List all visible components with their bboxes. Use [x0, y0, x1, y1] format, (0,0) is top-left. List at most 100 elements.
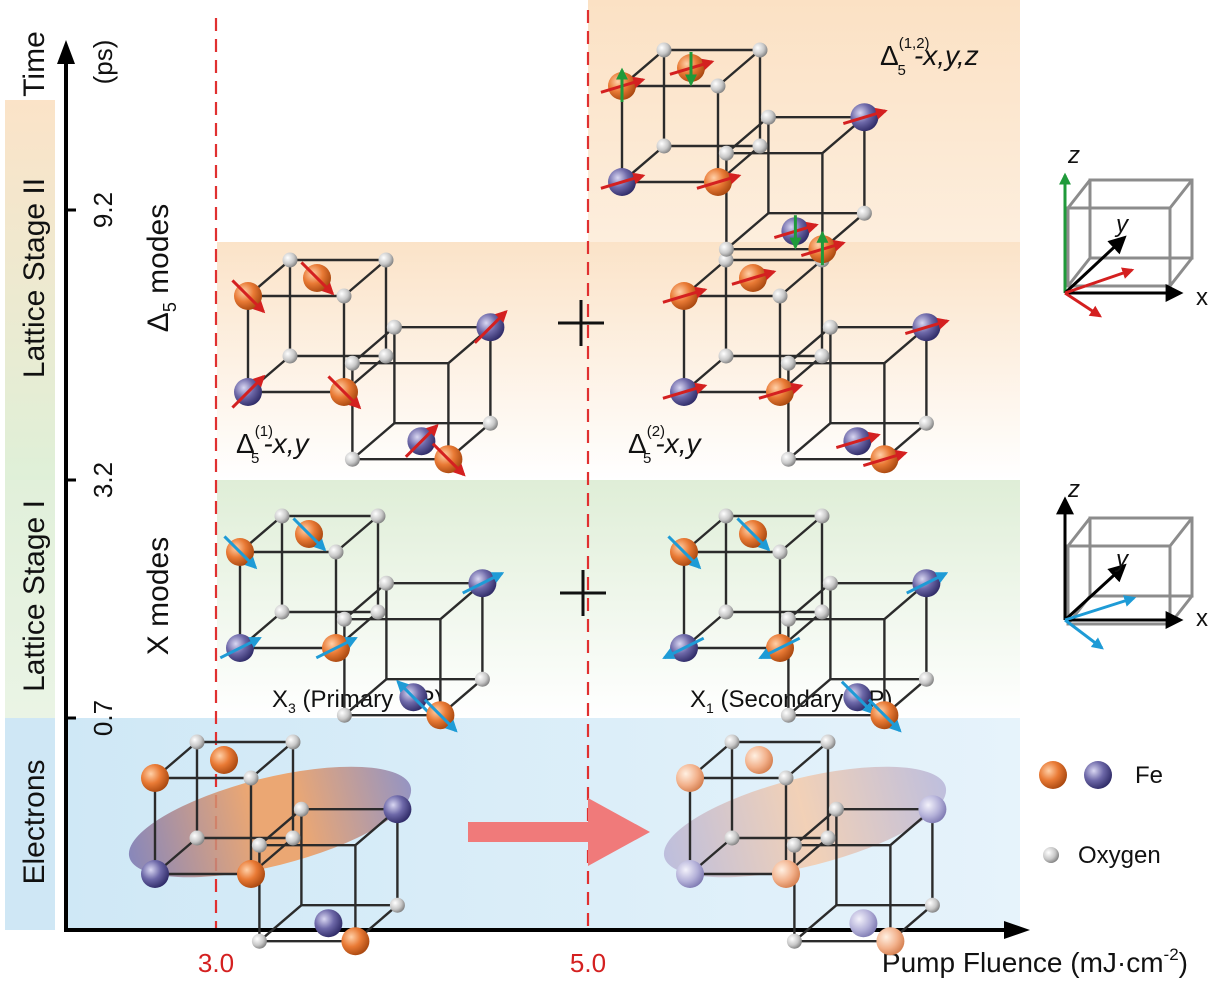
label-x1-sub: 1: [706, 700, 714, 716]
structure-electrons-high-oxygen-atom-1: [778, 770, 794, 786]
structure-delta5-12-oxygen-atom-3: [752, 42, 768, 58]
structure-delta5-2-moment-arrow-2: [662, 382, 708, 400]
left-strip-electrons: [5, 718, 55, 930]
delta5-modes-sub: 5: [160, 302, 180, 312]
structure-electrons-high-fe-atom-5: [849, 909, 878, 938]
legend: Fe Oxygen: [1039, 761, 1163, 869]
structure-x3-moment-arrow-5: [396, 679, 431, 714]
structure-x1-oxygen-atom-4: [718, 604, 734, 620]
structure-x3-moment-arrow-0: [223, 535, 258, 570]
structure-delta5-12-oxygen-atom-8: [760, 109, 776, 125]
structure-x1-oxygen-atom-7: [780, 611, 796, 627]
triad-lower-y: y: [1114, 546, 1130, 573]
structure-delta5-12-oxygen-atom-5: [752, 138, 768, 154]
structure-electrons-high-oxygen-atom-6: [786, 933, 802, 949]
structure-x3-moment-arrow-1: [292, 517, 327, 552]
structure-x1-oxygen-atom-8: [822, 575, 838, 591]
transition-arrow-head: [588, 798, 650, 866]
x-modes-label: X modes: [142, 537, 175, 655]
structure-delta5-2-cube0-edge-10: [779, 259, 823, 297]
stage-label-lattice-ii: Lattice Stage II: [18, 178, 51, 378]
structure-x3-moment-arrow-4: [462, 572, 505, 595]
structure-electrons-low-cube1-edge-8: [258, 904, 303, 943]
structure-electrons-low-fe-atom-4: [383, 795, 412, 824]
structure-delta5-2-oxygen-atom-5: [814, 348, 830, 364]
structure-electrons-high-oxygen-atom-8: [828, 801, 844, 817]
structure-electrons-low-fe-atom-1: [210, 746, 238, 774]
structure-electrons-low-cube1-edge-11: [258, 808, 303, 847]
label-x1-base: X: [690, 686, 706, 713]
structure-x1-oxygen-atom-2: [718, 508, 734, 524]
structure-delta5-12-oxygen-atom-7: [718, 145, 734, 161]
structure-delta5-2-cube1-edge-11: [787, 326, 832, 365]
structure-x3-oxygen-atom-4: [274, 604, 290, 620]
structure-x3-cube1-edge-11: [343, 582, 388, 621]
structure-delta5-12-cube0-edge-10: [717, 49, 761, 87]
legend-fe-orange-atom: [1039, 761, 1067, 789]
structure-electrons-high-oxygen-atom-3: [820, 734, 836, 750]
time-tick-label-9-2: 9.2: [88, 192, 118, 228]
time-axis-arrowhead: [57, 40, 75, 64]
fluence-tick-label-5-0: 5.0: [570, 948, 606, 978]
structure-delta5-1-cube1-edge-8: [351, 422, 396, 461]
structure-electrons-high-fe-atom-3: [772, 860, 800, 888]
triad-upper-red-2: [1064, 291, 1103, 318]
structure-x1-moment-arrow-1: [736, 517, 771, 552]
triad-upper-y-axis: [1063, 235, 1127, 295]
structure-delta5-2: [662, 252, 950, 474]
structure-delta5-12-oxygen-atom-2: [656, 42, 672, 58]
stage-label-lattice-i: Lattice Stage I: [18, 500, 51, 692]
structure-delta5-2-moment-arrow-1: [731, 268, 777, 286]
legend-oxygen-atom: [1043, 847, 1059, 863]
triad-upper-y: y: [1114, 211, 1130, 238]
structure-delta5-1-oxygen-atom-7: [344, 355, 360, 371]
structure-x3-cube1-edge-8: [343, 678, 388, 717]
structure-delta5-1-oxygen-atom-10: [482, 415, 498, 431]
triad-lower-cube: [1066, 516, 1194, 626]
legend-fe-label: Fe: [1135, 762, 1163, 789]
time-axis: (ps) 9.2 3.2 0.7: [57, 40, 118, 930]
fluence-axis-arrowhead: [1004, 921, 1030, 939]
structure-electrons-low: [141, 734, 412, 956]
structure-electrons-low-oxygen-atom-7: [251, 837, 267, 853]
stage-ii-upper-band: [588, 0, 1020, 242]
structure-electrons-high-fe-atom-2: [676, 860, 704, 888]
label-delta5-2: Δ(2)5-x,y: [628, 423, 702, 467]
structure-electrons-low-oxygen-atom-3: [285, 734, 301, 750]
structure-delta5-1-moment-arrow-1: [300, 261, 335, 296]
structure-delta5-1-oxygen-atom-2: [282, 252, 298, 268]
structure-delta5-12-cube1-edge-11: [725, 116, 770, 155]
structure-x1-oxygen-atom-6: [780, 707, 796, 723]
structure-electrons-high-oxygen-atom-10: [924, 897, 940, 913]
structure-x1-moment-arrow-5: [840, 680, 875, 715]
structure-delta5-2-oxygen-atom-2: [718, 252, 734, 268]
structure-x1-cube1-edge-8: [787, 678, 832, 717]
triad-upper: z y x: [1059, 142, 1208, 318]
triad-upper-z: z: [1067, 142, 1080, 169]
label-delta5-12-base: Δ: [880, 40, 899, 71]
structure-delta5-1-oxygen-atom-4: [282, 348, 298, 364]
structure-delta5-2-moment-arrow-5: [835, 431, 881, 449]
structure-delta5-1-moment-arrow-3: [327, 375, 362, 410]
structure-electrons-low-fe-atom-5: [314, 909, 343, 938]
triad-lower-x: x: [1196, 605, 1208, 632]
structure-x3-oxygen-atom-2: [274, 508, 290, 524]
structure-x1-cube1-edge-11: [787, 582, 832, 621]
structure-electrons-high-oxygen-atom-7: [786, 837, 802, 853]
fluence-axis-title-main: Pump Fluence (mJ·cm: [882, 947, 1164, 978]
structure-electrons-high-fe-atom-4: [918, 795, 947, 824]
time-axis-unit: (ps): [88, 40, 118, 85]
structure-x3-moment-arrow-2: [219, 636, 262, 660]
label-delta5-2-sub: 5: [643, 450, 651, 467]
left-strip-time: [5, 0, 55, 100]
structure-electrons-high-fe-atom-0: [676, 764, 704, 792]
structure-electrons-low-oxygen-atom-1: [243, 770, 259, 786]
transition-arrow: [468, 798, 650, 866]
time-tick-label-0-7: 0.7: [88, 700, 118, 736]
structure-electrons-high-cube1-edge-11: [793, 808, 838, 847]
structure-electrons-low-fe-atom-3: [237, 860, 265, 888]
label-delta5-2-base: Δ: [628, 428, 647, 459]
delta5-modes-base: Δ: [142, 312, 175, 332]
structure-delta5-1-moment-arrow-6: [431, 442, 466, 477]
